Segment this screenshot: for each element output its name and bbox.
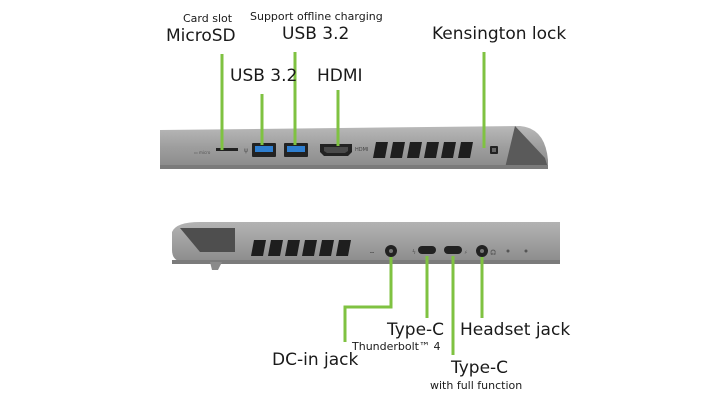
type-c-full-label: Type-C: [451, 358, 509, 378]
svg-text:▭ micro: ▭ micro: [194, 150, 211, 155]
dc-in-label: DC-in jack: [272, 350, 359, 370]
microsd-slot: ▭ micro: [194, 148, 238, 155]
type-c-thunderbolt-port: ϟ: [412, 246, 436, 256]
microsd-label: MicroSD: [166, 26, 236, 46]
usb-port-right: [284, 143, 308, 157]
thunderbolt-caption: Thunderbolt™ 4: [352, 340, 441, 353]
svg-text:ϟ: ϟ: [412, 249, 416, 256]
svg-text:⎓: ⎓: [370, 250, 374, 256]
hdmi-port: HDMI: [320, 144, 368, 156]
type-c-full-port: ⚡: [444, 246, 468, 256]
full-function-caption: with full function: [430, 379, 523, 392]
svg-text:🎧: 🎧: [490, 249, 496, 256]
kensington-label: Kensington lock: [432, 24, 567, 44]
type-c-thunderbolt-label: Type-C: [387, 320, 445, 340]
kensington-slot: [490, 146, 498, 154]
status-leds: [506, 249, 528, 253]
headset-label: Headset jack: [460, 320, 571, 340]
hdmi-marking: HDMI: [355, 147, 368, 153]
svg-text:ψ: ψ: [244, 147, 248, 154]
headset-jack-port: 🎧: [476, 245, 496, 257]
card-slot-caption: Card slot: [183, 12, 233, 25]
hdmi-label: HDMI: [317, 66, 363, 86]
usb-right-label: USB 3.2: [282, 24, 350, 44]
leader-lines-top: [220, 52, 486, 150]
usb-port-left: ψ: [244, 143, 276, 157]
usb-left-label: USB 3.2: [230, 66, 298, 86]
vents-left-side: [373, 142, 473, 158]
offline-charging-caption: Support offline charging: [250, 10, 383, 23]
vents-right-side: [251, 240, 351, 256]
laptop-right-side: ⎓ ϟ ⚡ 🎧: [172, 222, 560, 355]
leader-lines-bottom: [343, 256, 484, 355]
laptop-left-side: ▭ micro ψ HDMI: [160, 52, 548, 169]
svg-text:⚡: ⚡: [464, 250, 468, 256]
dc-in-port: ⎓: [370, 245, 397, 257]
